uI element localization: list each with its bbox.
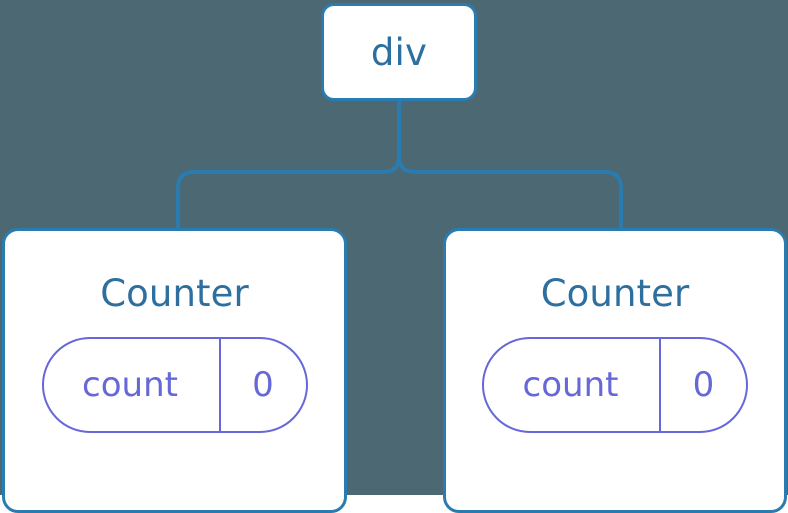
state-pill-1[interactable]: count 0 (482, 337, 748, 433)
state-key-0: count (82, 365, 178, 405)
state-value-1: 0 (692, 365, 715, 405)
state-key-1: count (522, 365, 619, 405)
node-counter-1[interactable]: Counter count 0 (443, 228, 787, 513)
node-counter-1-label: Counter (540, 272, 690, 315)
state-pill-divider-1 (659, 339, 661, 431)
node-root-label: div (370, 30, 428, 74)
node-counter-0-label: Counter (100, 272, 249, 315)
connector-branch-right (397, 155, 623, 228)
connector-branch-left (176, 155, 401, 228)
state-pill-0[interactable]: count 0 (41, 337, 308, 433)
node-counter-0[interactable]: Counter count 0 (2, 228, 347, 513)
state-pill-divider-0 (218, 339, 221, 431)
state-value-0: 0 (252, 365, 274, 405)
node-root-div[interactable]: div (321, 3, 477, 101)
connector-lines (176, 100, 623, 228)
